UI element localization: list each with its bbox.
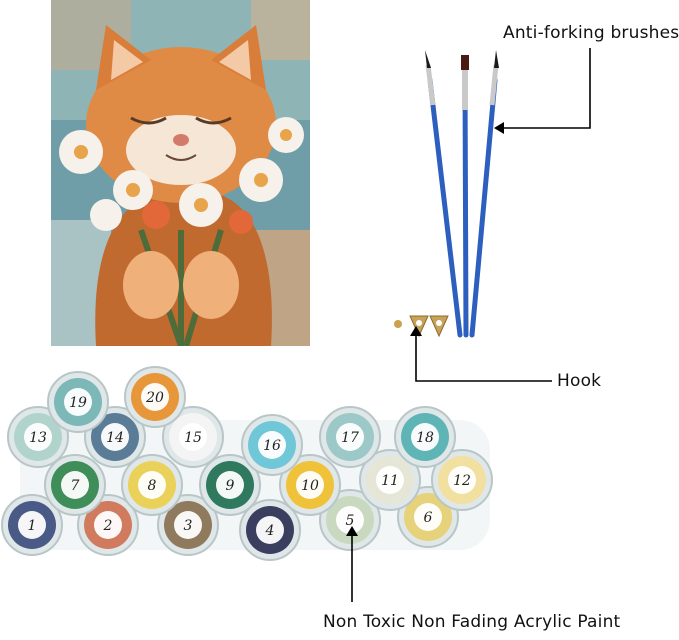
paint-pot-number: 5	[346, 513, 355, 529]
paint-pot: 2	[77, 494, 139, 556]
paint-pot-number: 10	[301, 478, 319, 494]
paint-pot-number: 1	[28, 518, 37, 534]
paint-pot: 5	[319, 489, 381, 551]
paint-pot: 11	[359, 449, 421, 511]
hook-label: Hook	[557, 371, 602, 391]
paint-pot: 10	[279, 454, 341, 516]
paint-pot-number: 12	[453, 473, 471, 489]
paint-pot-number: 9	[226, 478, 235, 494]
paint-pot: 9	[199, 454, 261, 516]
brush-right	[469, 50, 499, 338]
screw-icon	[394, 320, 402, 328]
brush-middle	[461, 55, 469, 338]
paint-pot-number: 4	[265, 523, 275, 539]
paint-pot: 18	[394, 406, 456, 468]
paint-brushes-image	[425, 50, 499, 338]
cat-painting-image	[51, 0, 310, 346]
hook-icon	[409, 315, 429, 338]
paint-pot-number: 3	[184, 518, 193, 534]
paint-pot: 16	[241, 414, 303, 476]
paint-pot-number: 19	[69, 395, 87, 411]
paint-pot-number: 6	[424, 510, 433, 526]
hook-icon	[429, 315, 449, 338]
paint-label: Non Toxic Non Fading Acrylic Paint	[323, 612, 621, 632]
paint-pot: 3	[157, 494, 219, 556]
paint-pot-number: 17	[341, 430, 359, 446]
paint-pot-number: 15	[184, 430, 202, 446]
paint-pot-number: 8	[148, 478, 157, 494]
paint-pot: 19	[47, 371, 109, 433]
paint-pot-number: 11	[381, 473, 399, 489]
paint-pot: 7	[44, 454, 106, 516]
paint-pot: 17	[319, 406, 381, 468]
paint-pot: 8	[121, 454, 183, 516]
paint-pot-number: 14	[106, 430, 124, 446]
brush-left	[425, 50, 463, 338]
paint-pot-number: 13	[29, 430, 47, 446]
paint-pot-number: 2	[103, 518, 113, 534]
paint-pot-number: 16	[263, 438, 281, 454]
paint-pot-number: 18	[416, 430, 434, 446]
brushes-label: Anti-forking brushes	[503, 23, 679, 43]
paint-pot: 1	[1, 494, 63, 556]
paint-pot-number: 20	[145, 390, 164, 406]
hooks-image	[394, 315, 449, 338]
paint-pot: 6	[397, 486, 459, 548]
paint-pot: 4	[239, 499, 301, 561]
paint-pot: 20	[124, 366, 186, 428]
paint-pot: 13	[7, 406, 69, 468]
paint-pot: 15	[162, 406, 224, 468]
paint-pot-number: 7	[71, 478, 80, 494]
paint-pot: 12	[431, 449, 493, 511]
